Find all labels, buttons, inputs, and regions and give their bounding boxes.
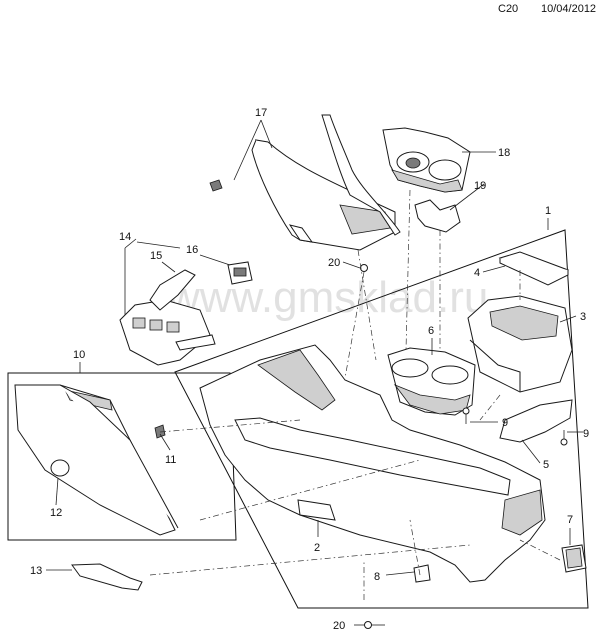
connector-16-part xyxy=(227,261,253,285)
callout-20b: 20 xyxy=(333,620,345,632)
callout-14: 14 xyxy=(119,231,131,243)
screw-20a-part xyxy=(360,264,368,272)
cap-7-part xyxy=(561,544,587,573)
callout-11: 11 xyxy=(165,454,176,466)
plug-12-part xyxy=(50,459,70,477)
trim-strip-13-part xyxy=(71,563,143,591)
switch-trim-part xyxy=(149,269,196,311)
cupholder-lower-part xyxy=(387,347,476,416)
callout-5: 5 xyxy=(543,459,549,471)
callout-10: 10 xyxy=(73,349,85,361)
callout-6: 6 xyxy=(428,325,434,337)
shifter-trim-part xyxy=(251,139,396,251)
callout-13: 13 xyxy=(30,565,42,577)
clip-11-part xyxy=(154,424,166,439)
frame-console-group xyxy=(174,229,589,609)
diagram-date: 10/04/2012 xyxy=(541,3,597,15)
watermark: www.gmsklad.ru xyxy=(167,273,488,322)
callout-7: 7 xyxy=(567,514,573,526)
console-body-part xyxy=(199,344,546,583)
callout-20a: 20 xyxy=(328,257,340,269)
clip-8-part xyxy=(413,564,431,583)
cupholder-upper-part xyxy=(382,127,471,193)
callout-17: 17 xyxy=(255,107,267,119)
switch-bank-part xyxy=(119,299,216,366)
callout-9b: 9 xyxy=(583,428,589,440)
callout-2: 2 xyxy=(314,542,320,554)
callout-19: 19 xyxy=(474,180,486,192)
cupholder-bracket-part xyxy=(414,199,461,233)
side-panel-part xyxy=(14,384,179,536)
screw-20b-part xyxy=(364,621,385,629)
callout-12: 12 xyxy=(50,507,62,519)
screw-9a-part xyxy=(462,407,470,424)
lid-insert-part xyxy=(498,251,570,286)
callout-8: 8 xyxy=(374,571,380,583)
frame-side-panel-group xyxy=(7,372,237,541)
screw-9b-part xyxy=(560,430,568,446)
callout-4: 4 xyxy=(474,267,480,279)
callout-9a: 9 xyxy=(502,417,508,429)
page-code: C20 xyxy=(498,3,519,15)
console-bezel-strip-part xyxy=(321,114,401,236)
callout-18: 18 xyxy=(498,147,510,159)
bracket-5-part xyxy=(499,399,573,443)
callout-1: 1 xyxy=(545,205,551,217)
callout-3: 3 xyxy=(580,311,586,323)
clip-17-part xyxy=(209,179,223,192)
armrest-storage-part xyxy=(467,295,573,393)
callout-16: 16 xyxy=(186,244,198,256)
callout-15: 15 xyxy=(150,250,162,262)
